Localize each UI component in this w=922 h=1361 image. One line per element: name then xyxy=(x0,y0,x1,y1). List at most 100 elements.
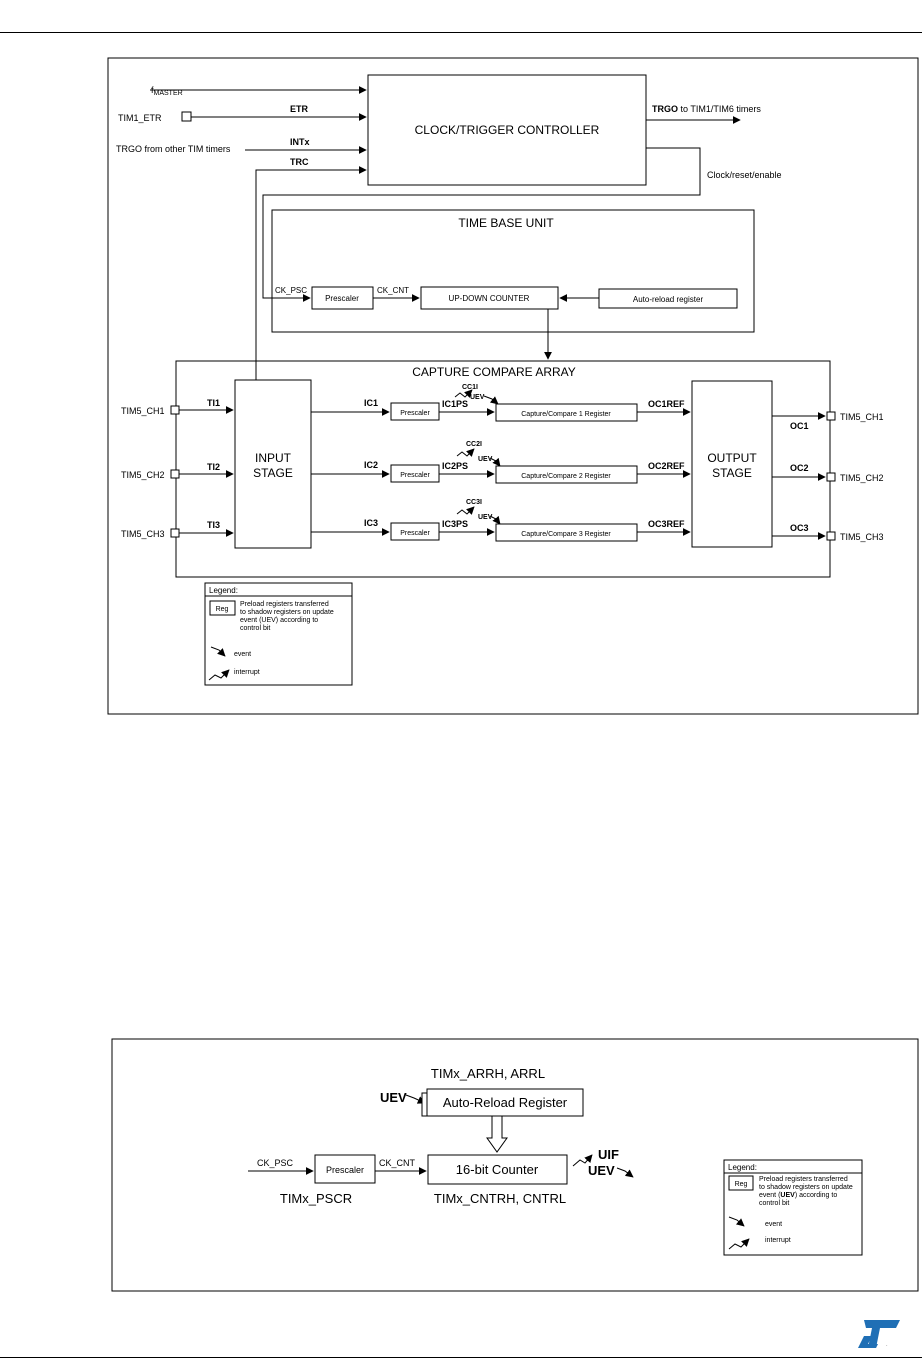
ch1-prescaler-label: Prescaler xyxy=(400,410,430,417)
legend-2-interrupt-icon xyxy=(728,1238,750,1250)
auto-reload-register-label-2: Auto-Reload Register xyxy=(443,1095,568,1110)
timer-block-diagram: CLOCK/TRIGGER CONTROLLER fMASTER TIM1_ET… xyxy=(107,57,919,715)
capture-compare-array-title: CAPTURE COMPARE ARRAY xyxy=(412,365,576,379)
ch2-ti-label: TI2 xyxy=(207,462,220,472)
legend-1-reg-box xyxy=(209,600,236,616)
arr-register-label: TIMx_ARRH, ARRL xyxy=(431,1066,545,1081)
legend-2-event-label: event xyxy=(765,1221,782,1228)
legend-2-title: Legend: xyxy=(728,1163,757,1172)
legend-2-interrupt-label: interrupt xyxy=(765,1237,791,1244)
pscr-label: TIMx_PSCR xyxy=(280,1191,352,1206)
cntr-label: TIMx_CNTRH, CNTRL xyxy=(434,1191,566,1206)
clock-reset-label: Clock/reset/enable xyxy=(707,170,782,180)
ch1-icps-label: IC1PS xyxy=(442,399,468,409)
legend-1-interrupt-icon xyxy=(208,669,230,681)
ch2-icps-label: IC2PS xyxy=(442,461,468,471)
ch3-uev-label: UEV xyxy=(478,514,493,521)
prescaler-box-2 xyxy=(314,1154,376,1184)
up-down-counter-box xyxy=(420,286,559,310)
counter-label-2: 16-bit Counter xyxy=(456,1162,539,1177)
legend-2-preload-2: to shadow registers on update xyxy=(759,1184,853,1191)
channel-2: TIM5_CH2 TI2 IC2 Prescaler IC2PS CC2I UE… xyxy=(121,441,884,484)
legend-1-interrupt-label: interrupt xyxy=(234,669,260,676)
fmaster-label: fMASTER xyxy=(151,85,183,97)
uif-interrupt-icon xyxy=(572,1154,593,1167)
ch2-in-pin xyxy=(170,469,180,479)
legend-2-preload-3: event (UEV) according to xyxy=(759,1192,837,1199)
uev-out-event-icon xyxy=(616,1167,634,1178)
legend-2-reg-box xyxy=(728,1175,754,1191)
legend-1-preload-4: control bit xyxy=(240,625,270,632)
ch1-ic-label: IC1 xyxy=(364,398,378,408)
legend-2-preload-4: control bit xyxy=(759,1200,789,1207)
ch3-interrupt-icon xyxy=(456,506,475,515)
legend-1-box xyxy=(204,582,353,686)
ch1-cci-label: CC1I xyxy=(462,384,478,391)
clock-reset-wire xyxy=(262,147,701,302)
legend-1-event-label: event xyxy=(234,651,251,658)
legend-2-preload-1: Preload registers transferred xyxy=(759,1176,848,1183)
legend-1: Legend: Reg Preload registers transferre… xyxy=(204,582,353,686)
channel-3: TIM5_CH3 TI3 IC3 Prescaler IC3PS CC3I UE… xyxy=(121,499,884,542)
diagram1-frame xyxy=(107,57,919,715)
ck-psc-label: CK_PSC xyxy=(275,286,307,295)
trgo-out-label: TRGO to TIM1/TIM6 timers xyxy=(652,104,761,114)
ch3-out-pin-label: TIM5_CH3 xyxy=(840,532,884,542)
uev-in-label: UEV xyxy=(380,1090,407,1105)
intx-label: INTx xyxy=(290,137,310,147)
st-logo-icon: ST xyxy=(858,1320,900,1348)
ch3-ti-label: TI3 xyxy=(207,520,220,530)
ch1-register-label: Capture/Compare 1 Register xyxy=(521,411,611,418)
ch2-cci-label: CC2I xyxy=(466,441,482,448)
ch3-out-pin xyxy=(826,531,836,541)
trc-wire xyxy=(255,166,367,380)
ch2-ocref-label: OC2REF xyxy=(648,461,685,471)
ck-cnt-label-2: CK_CNT xyxy=(379,1158,416,1168)
auto-reload-register-box-2 xyxy=(426,1088,584,1117)
preload-transfer-arrow xyxy=(486,1115,508,1153)
ch2-event-icon xyxy=(489,457,501,467)
ch3-cci-label: CC3I xyxy=(466,499,482,506)
ch3-in-pin xyxy=(170,528,180,538)
uev-out-label: UEV xyxy=(588,1163,615,1178)
ch3-prescaler-label: Prescaler xyxy=(400,530,430,537)
ch2-in-pin-label: TIM5_CH2 xyxy=(121,470,165,480)
legend-2-event-icon xyxy=(728,1216,745,1227)
ch1-event-icon xyxy=(483,395,499,405)
ch3-ocref-label: OC3REF xyxy=(648,519,685,529)
ch3-in-pin-label: TIM5_CH3 xyxy=(121,529,165,539)
legend-1-preload-2: to shadow registers on update xyxy=(240,609,334,616)
ch2-out-pin xyxy=(826,472,836,482)
trc-label: TRC xyxy=(290,157,309,167)
st-logo-text: ST xyxy=(886,1345,888,1347)
prescaler-label-2: Prescaler xyxy=(326,1165,364,1175)
uif-label: UIF xyxy=(598,1147,619,1162)
legend-1-preload-3: event (UEV) according to xyxy=(240,617,318,624)
ch2-ic-label: IC2 xyxy=(364,460,378,470)
ch1-out-pin-label: TIM5_CH1 xyxy=(840,412,884,422)
time-base-unit-title: TIME BASE UNIT xyxy=(458,216,554,230)
ch3-event-icon xyxy=(489,515,501,525)
ch2-out-pin-label: TIM5_CH2 xyxy=(840,473,884,483)
tim1-etr-pin xyxy=(181,111,192,122)
ch1-in-pin-label: TIM5_CH1 xyxy=(121,406,165,416)
output-stage-box xyxy=(691,380,773,548)
legend-2-box xyxy=(723,1159,863,1256)
time-base-unit-box xyxy=(271,209,755,333)
diagram2-frame xyxy=(111,1038,919,1292)
trgo-other-label: TRGO from other TIM timers xyxy=(116,144,231,154)
legend-1-title: Legend: xyxy=(209,586,238,595)
ch3-ic-label: IC3 xyxy=(364,518,378,528)
uev-in-event-icon xyxy=(405,1094,426,1104)
ch1-in-pin xyxy=(170,405,180,415)
ch2-register-label: Capture/Compare 2 Register xyxy=(521,473,611,480)
ch1-ti-label: TI1 xyxy=(207,398,220,408)
legend-2: Legend: Reg Preload registers transferre… xyxy=(723,1159,863,1256)
ch2-interrupt-icon xyxy=(456,448,475,457)
ch1-out-pin xyxy=(826,411,836,421)
legend-1-reg-label: Reg xyxy=(216,606,229,613)
ch2-uev-label: UEV xyxy=(478,456,493,463)
input-stage-label-2: STAGE xyxy=(253,466,293,480)
legend-1-event-icon xyxy=(210,646,226,657)
output-stage-label-2: STAGE xyxy=(712,466,752,480)
